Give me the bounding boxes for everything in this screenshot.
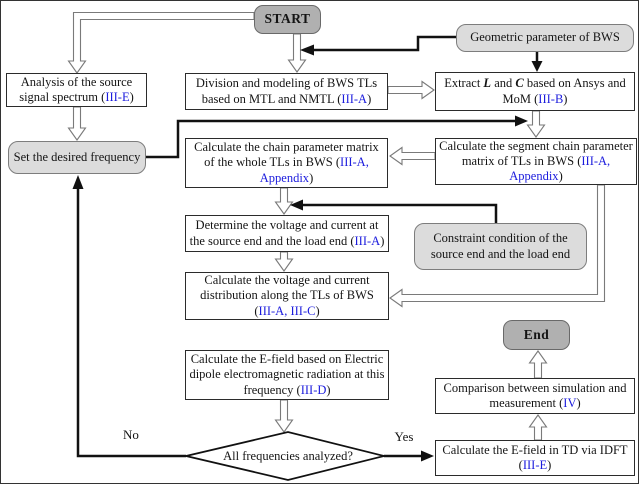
arrow-whole-to-determine [274, 187, 294, 215]
arrow-comparison-to-end [528, 350, 548, 379]
process-extract-l-c: Extract L and C based on Ansys and MoM (… [435, 72, 635, 111]
input-geometric-parameter: Geometric parameter of BWS [456, 24, 634, 52]
process-division-modeling-tls: Division and modeling of BWS TLs based o… [185, 73, 388, 110]
process-set-desired-frequency: Set the desired frequency [8, 141, 146, 174]
arrowhead-yes-right [421, 450, 434, 462]
process-chain-parameter-whole-tls: Calculate the chain parameter matrix of … [185, 138, 388, 188]
end-terminal: End [503, 320, 570, 350]
arrow-start-to-analysis [67, 11, 255, 74]
process-comparison-simulation-measurement: Comparison between simulation and measur… [435, 378, 635, 414]
process-analysis-source-spectrum: Analysis of the source signal spectrum (… [6, 73, 147, 107]
arrow-division-to-extract [387, 80, 435, 100]
start-terminal: START [254, 5, 321, 34]
arrow-start-to-division [287, 33, 307, 73]
process-segment-chain-parameter: Calculate the segment chain parameter ma… [435, 138, 637, 185]
process-efield-dipole-radiation: Calculate the E-field based on Electric … [185, 350, 389, 400]
arrow-analysis-to-setfreq [67, 106, 87, 141]
arrow-segment-to-distribution [389, 184, 606, 308]
arrow-segment-to-whole [389, 146, 436, 166]
arrow-constraint-to-determineline [303, 203, 498, 223]
arrow-extract-to-segment [526, 110, 546, 138]
arrowhead-no-up [72, 175, 84, 189]
arrowhead-geo-left [300, 44, 314, 56]
branch-label-no: No [123, 427, 139, 442]
decision-all-frequencies-label: All frequencies analyzed? [223, 449, 353, 464]
process-determine-voltage-current: Determine the voltage and current at the… [185, 215, 389, 252]
process-efield-td-idft: Calculate the E-field in TD via IDFT (II… [435, 440, 635, 476]
arrow-diamond-no-to-setfreq [76, 189, 186, 458]
arrow-determine-to-distribution [274, 251, 294, 272]
arrow-setfreq-to-segmentline [146, 119, 515, 159]
arrowhead-geo-down [531, 61, 543, 72]
arrowhead-constraint-left [290, 199, 303, 211]
arrowhead-setfreq-right [515, 115, 528, 127]
process-voltage-current-distribution: Calculate the voltage and current distri… [185, 272, 389, 320]
arrow-idft-to-comparison [528, 414, 548, 441]
arrow-efield-to-diamond [274, 399, 294, 433]
branch-label-yes: Yes [394, 429, 414, 444]
input-constraint-condition: Constraint condition of the source end a… [414, 223, 587, 270]
arrow-geo-to-startline [314, 35, 456, 52]
